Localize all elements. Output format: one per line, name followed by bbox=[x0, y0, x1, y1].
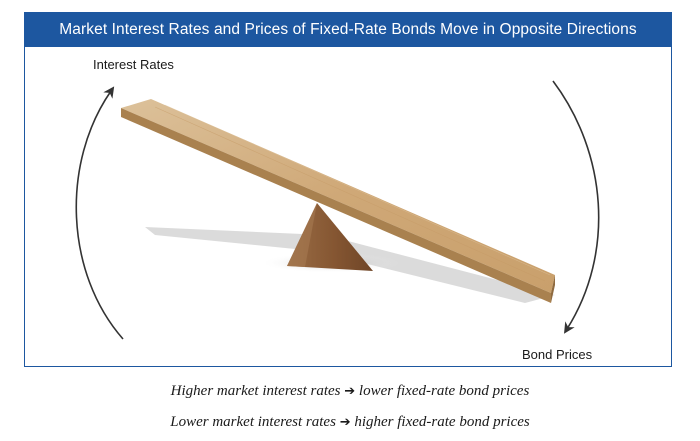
diagram-title: Market Interest Rates and Prices of Fixe… bbox=[25, 13, 671, 47]
caption-lower-rates: Lower market interest rates ➔ higher fix… bbox=[0, 414, 700, 431]
diagram-frame: Market Interest Rates and Prices of Fixe… bbox=[24, 12, 672, 367]
interest-rates-label: Interest Rates bbox=[93, 57, 174, 72]
right-arrow-icon: ➔ bbox=[344, 384, 356, 399]
seesaw-icon bbox=[121, 99, 555, 303]
caption-2-before: Lower market interest rates bbox=[170, 414, 336, 430]
seesaw-diagram bbox=[75, 80, 600, 340]
fulcrum-icon bbox=[287, 203, 373, 271]
caption-1-before: Higher market interest rates bbox=[170, 383, 341, 399]
caption-2-after: higher fixed-rate bond prices bbox=[354, 414, 530, 430]
curved-down-arrow-icon bbox=[552, 80, 600, 334]
right-arrow-icon: ➔ bbox=[339, 415, 351, 430]
curved-up-arrow-icon bbox=[75, 86, 124, 340]
bond-prices-label: Bond Prices bbox=[522, 347, 593, 362]
caption-higher-rates: Higher market interest rates ➔ lower fix… bbox=[0, 383, 700, 400]
caption-1-after: lower fixed-rate bond prices bbox=[358, 383, 530, 399]
